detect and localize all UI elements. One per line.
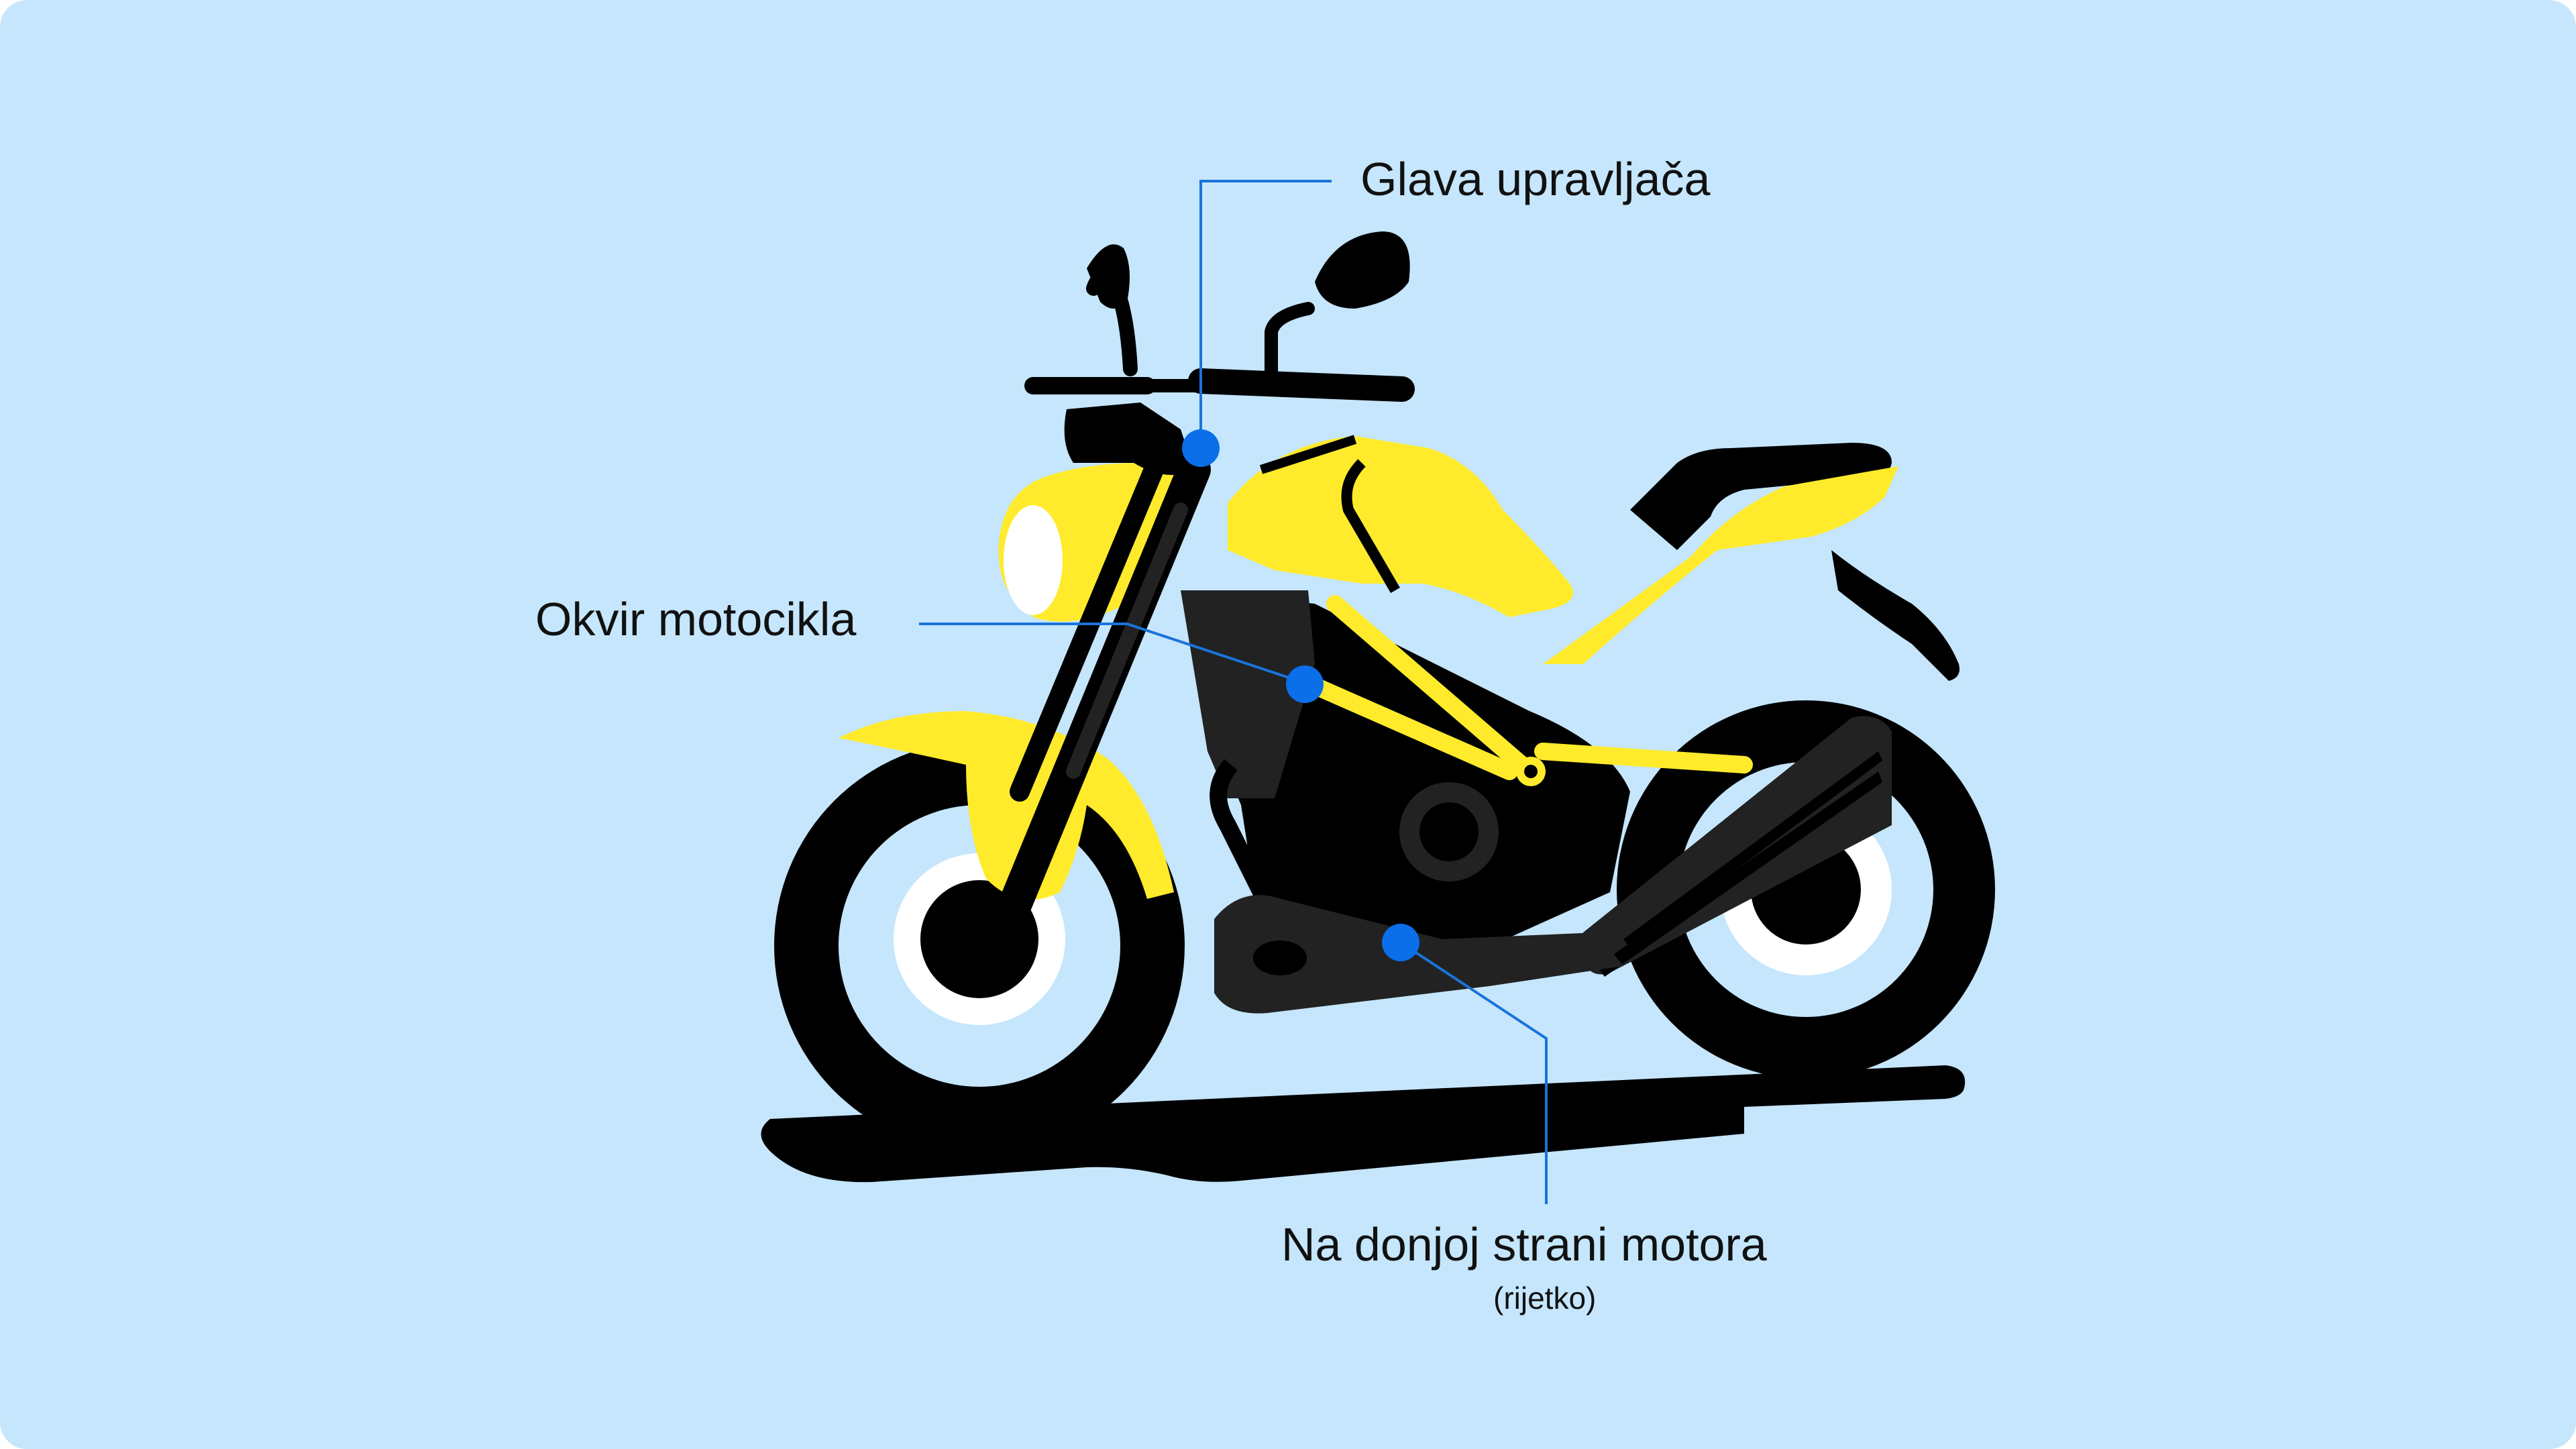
- frame-tubes: [1299, 595, 1753, 780]
- tail-fairing: [1543, 466, 1898, 664]
- callout-label-handlebar-head: Glava upravljača: [1360, 153, 1711, 205]
- front-forks: [989, 453, 1211, 943]
- callout-label-engine-bottom: Na donjoj strani motora: [1281, 1218, 1767, 1271]
- tank-line: [1341, 459, 1400, 594]
- frame-pivot-bolt: [1524, 765, 1538, 778]
- fuel-tank: [1228, 436, 1573, 617]
- marker-engine-bottom: [1382, 924, 1419, 961]
- left-mirror: [1087, 244, 1130, 309]
- tank-stripe: [1259, 435, 1357, 474]
- neck-block: [1064, 402, 1194, 475]
- seat: [1630, 443, 1892, 550]
- callout-label-frame: Okvir motocikla: [535, 593, 857, 645]
- marker-handlebar-head: [1182, 429, 1220, 467]
- right-mirror: [1315, 231, 1410, 309]
- marker-frame: [1286, 665, 1324, 703]
- rear-subframe: [1831, 550, 1960, 681]
- engine-bolt: [1253, 941, 1307, 975]
- callout-note-engine-bottom: (rijetko): [1493, 1281, 1597, 1316]
- exhaust-pipe: [1210, 759, 1269, 896]
- headlight: [1004, 505, 1063, 615]
- leader-lines: [919, 180, 1548, 1204]
- exhaust: [1583, 716, 1892, 977]
- ground-shadow: [761, 1065, 1966, 1183]
